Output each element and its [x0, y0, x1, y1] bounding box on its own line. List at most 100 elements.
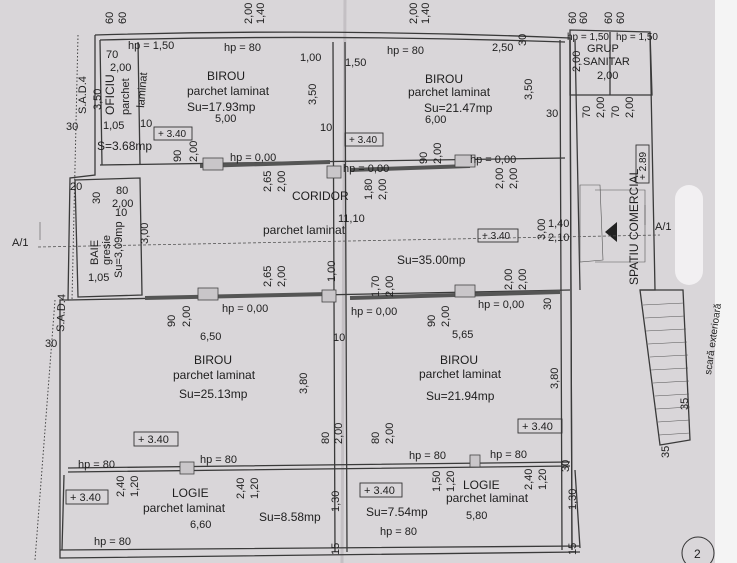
- dimension-label: 1,40: [255, 3, 267, 24]
- level-label: + 3.40: [522, 421, 553, 433]
- birou-1-name: BIROU: [207, 69, 245, 83]
- dimension-label: 2,00: [181, 306, 193, 327]
- dimension-label: 1,30: [330, 491, 342, 512]
- hp-label: hp = 1,50: [567, 32, 609, 43]
- sad-upper-label: S.A.D.4: [77, 76, 89, 114]
- dimension-label: 60: [615, 12, 627, 24]
- dimension-label: 90: [166, 315, 178, 327]
- dimension-label: 20: [70, 181, 82, 193]
- logie-2-area: Su=7.54mp: [366, 505, 428, 519]
- dimension-label: 1,50: [345, 57, 366, 69]
- dimension-label: 6,50: [200, 331, 221, 343]
- level-label: + 3.40: [349, 135, 378, 146]
- level-label: + 3.40: [70, 492, 101, 504]
- grup-sanitar-name-2: SANITAR: [583, 56, 630, 68]
- birou-2-floor: parchet laminat: [408, 85, 491, 99]
- level-label: + 3.40: [364, 485, 395, 497]
- dimension-label: 3,80: [298, 373, 310, 394]
- dimension-label: 1,30: [567, 489, 579, 510]
- dimension-label: 6,00: [425, 114, 446, 126]
- dimension-label: 30: [45, 338, 57, 350]
- hp-label: hp = 80: [387, 45, 424, 57]
- section-left-label: A/1: [12, 237, 29, 249]
- birou-4-name: BIROU: [440, 353, 478, 367]
- dimension-label: 3,00: [536, 219, 548, 240]
- baie-floor: gresie: [101, 235, 113, 265]
- dimension-label: 60: [603, 12, 615, 24]
- birou-3-name: BIROU: [194, 353, 232, 367]
- dimension-label: 1,20: [537, 469, 549, 490]
- birou-4-floor: parchet laminat: [419, 367, 502, 381]
- baie-name: BAIE: [89, 240, 101, 265]
- dimension-label: 1,80: [363, 179, 375, 200]
- spatiu-comercial-name: SPATIU COMERCIAL: [627, 168, 641, 285]
- dimension-label: 1,50: [431, 471, 443, 492]
- logie-1-area: Su=8.58mp: [259, 510, 321, 524]
- dimension-label: 2,00: [440, 306, 452, 327]
- oficiu-area: S=3.68mp: [97, 139, 152, 153]
- hp-label: hp = 80: [78, 459, 115, 471]
- dimension-label: 90: [418, 152, 430, 164]
- dimension-label: 10: [320, 122, 332, 134]
- level-label: + 2.89: [638, 151, 649, 180]
- birou-3-area: Su=25.13mp: [179, 387, 248, 401]
- dimension-label: 2,65: [262, 266, 274, 287]
- dimension-label: 1,20: [249, 478, 261, 499]
- dimension-label: 35: [679, 398, 691, 410]
- dimension-label: 2,00: [597, 70, 618, 82]
- birou-1-floor: parchet laminat: [187, 84, 270, 98]
- dimension-label: 70: [610, 106, 622, 118]
- dimension-label: 30: [542, 298, 554, 310]
- page-number-circle: [681, 536, 715, 563]
- dimension-label: 2,00: [276, 171, 288, 192]
- dimension-label: 5,00: [215, 113, 236, 125]
- dimension-label: 11,10: [338, 213, 365, 225]
- hp-label: hp = 80: [224, 42, 261, 54]
- dimension-label: 2,00: [384, 423, 396, 444]
- dimension-label: 2,40: [115, 476, 127, 497]
- redacted-area: [675, 185, 703, 285]
- birou-2-name: BIROU: [425, 72, 463, 86]
- dimension-label: 5,80: [466, 510, 487, 522]
- oficiu-floor-2: laminat: [135, 72, 150, 108]
- birou-4-area: Su=21.94mp: [426, 389, 495, 403]
- coridor-floor: parchet laminat: [263, 223, 346, 237]
- dimension-label: 2,00: [243, 3, 255, 24]
- dimension-label: 1,40: [420, 3, 432, 24]
- dimension-label: 2,00: [384, 276, 396, 297]
- dimension-label: 2,00: [508, 168, 520, 189]
- dimension-label: 1,20: [129, 476, 141, 497]
- hp-label: hp = 1,50: [616, 32, 658, 43]
- dimension-label: 2,00: [333, 423, 345, 444]
- dimension-label: 1,40: [548, 218, 569, 230]
- dimension-label: 60: [117, 12, 129, 24]
- dimension-label: 30: [560, 460, 572, 472]
- walls: [59, 29, 656, 559]
- dimension-label: 2,40: [523, 469, 535, 490]
- dimension-label: 2,00: [276, 266, 288, 287]
- dimension-label: 2,00: [571, 51, 583, 72]
- dimension-label: 90: [172, 150, 184, 162]
- dimension-label: 2,00: [112, 198, 133, 210]
- dimension-label: 3,80: [549, 368, 561, 389]
- dimension-label: 2,00: [408, 3, 420, 24]
- hp-label: hp = 80: [380, 526, 417, 538]
- dimension-label: 10: [333, 332, 345, 344]
- level-label: + 3.40: [482, 231, 511, 242]
- level-marks: + 3.40 + 3.40 + 3.40 + 3.40 + 3.40 + 3.4…: [65, 126, 650, 505]
- dimension-label: 70: [106, 49, 118, 61]
- dimension-label: 2,50: [492, 42, 513, 54]
- dimension-label: 1,00: [300, 52, 321, 64]
- dimension-label: 60: [578, 12, 590, 24]
- dimension-label: 5,65: [452, 329, 473, 341]
- dimension-label: 15: [330, 543, 342, 555]
- dimension-label: 1,00: [326, 261, 338, 282]
- hp-label: hp = 80: [490, 449, 527, 461]
- dimension-label: 2,00: [188, 141, 200, 162]
- dimension-label: 2,10: [548, 232, 569, 244]
- dimension-label: 2,00: [517, 269, 529, 290]
- logie-1-floor: parchet laminat: [143, 501, 226, 515]
- coridor-name: CORIDOR: [292, 189, 349, 203]
